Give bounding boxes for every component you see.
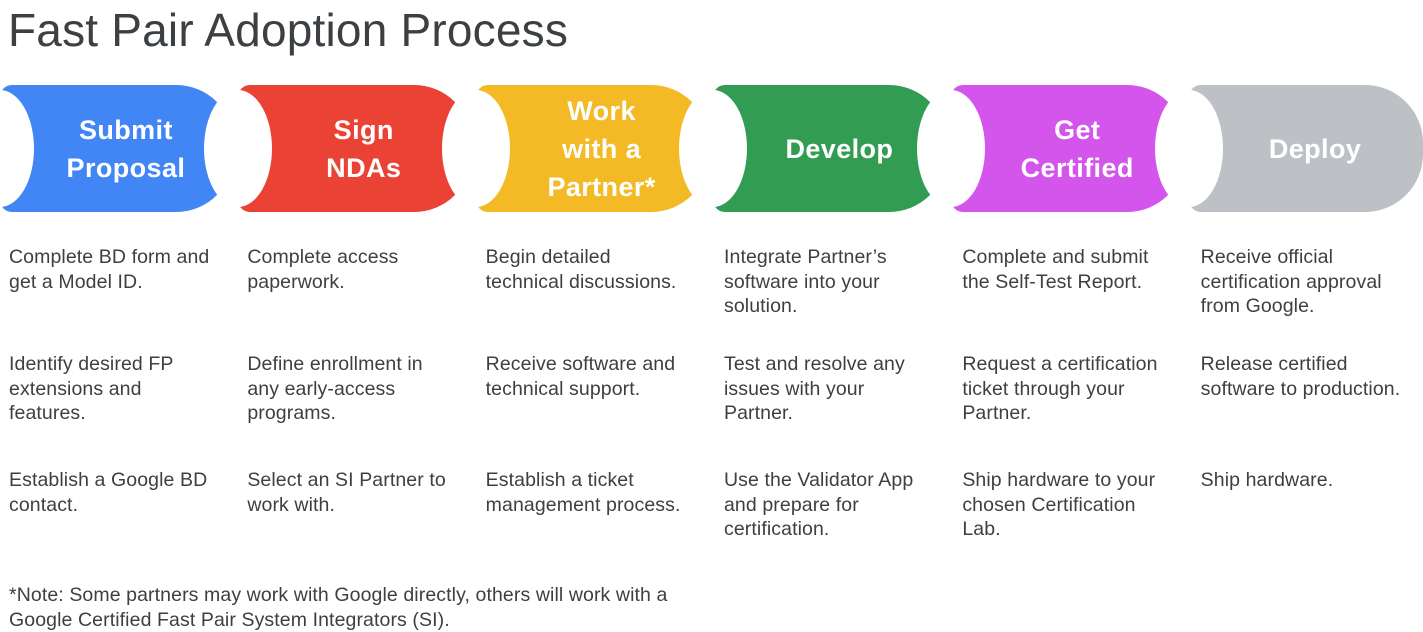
step-text: Receive official certification approval … bbox=[1200, 246, 1382, 317]
step-text: Complete BD form and get a Model ID. bbox=[9, 246, 210, 293]
steps-grid: Complete BD form and get a Model ID. Com… bbox=[0, 245, 1423, 583]
step-text: Establish a Google BD contact. bbox=[9, 469, 208, 516]
stage-label: Deploy bbox=[1268, 133, 1362, 164]
stage-work-with-partner: Work with a Partner* bbox=[441, 85, 710, 212]
stage-label: Get Certified bbox=[1020, 114, 1134, 183]
page-title: Fast Pair Adoption Process bbox=[8, 4, 569, 56]
footnote: *Note: Some partners may work with Googl… bbox=[9, 584, 668, 631]
step-text: Test and resolve any issues with your Pa… bbox=[723, 353, 905, 424]
step-text: Request a certification ticket through y… bbox=[962, 353, 1158, 424]
stage-develop: Develop bbox=[679, 85, 948, 212]
step-text: Establish a ticket management process. bbox=[485, 469, 681, 516]
step-text: Identify desired FP extensions and featu… bbox=[9, 353, 174, 424]
step-text: Ship hardware. bbox=[1200, 469, 1334, 491]
stage-label: Develop bbox=[785, 133, 894, 164]
process-stage-band: Submit Proposal Sign NDAs Work with a Pa… bbox=[0, 85, 1423, 212]
stage-label: Sign NDAs bbox=[326, 114, 402, 183]
step-text: Begin detailed technical discussions. bbox=[485, 246, 677, 293]
step-text: Use the Validator App and prepare for ce… bbox=[723, 469, 914, 540]
step-text: Integrate Partner’s software into your s… bbox=[723, 246, 887, 317]
stage-label: Work with a Partner* bbox=[547, 95, 656, 202]
stage-get-certified: Get Certified bbox=[917, 85, 1186, 212]
stage-deploy: Deploy bbox=[1155, 85, 1423, 212]
step-text: Complete and submit the Self-Test Report… bbox=[962, 246, 1149, 293]
stage-label: Submit Proposal bbox=[66, 114, 186, 183]
stage-submit-proposal: Submit Proposal bbox=[0, 85, 234, 212]
step-text: Select an SI Partner to work with. bbox=[247, 469, 446, 516]
step-text: Ship hardware to your chosen Certificati… bbox=[962, 469, 1156, 540]
stage-sign-ndas: Sign NDAs bbox=[203, 85, 472, 212]
step-text: Receive software and technical support. bbox=[485, 353, 676, 400]
step-text: Release certified software to production… bbox=[1200, 353, 1401, 400]
step-text: Complete access paperwork. bbox=[247, 246, 399, 293]
step-text: Define enrollment in any early-access pr… bbox=[247, 353, 423, 424]
